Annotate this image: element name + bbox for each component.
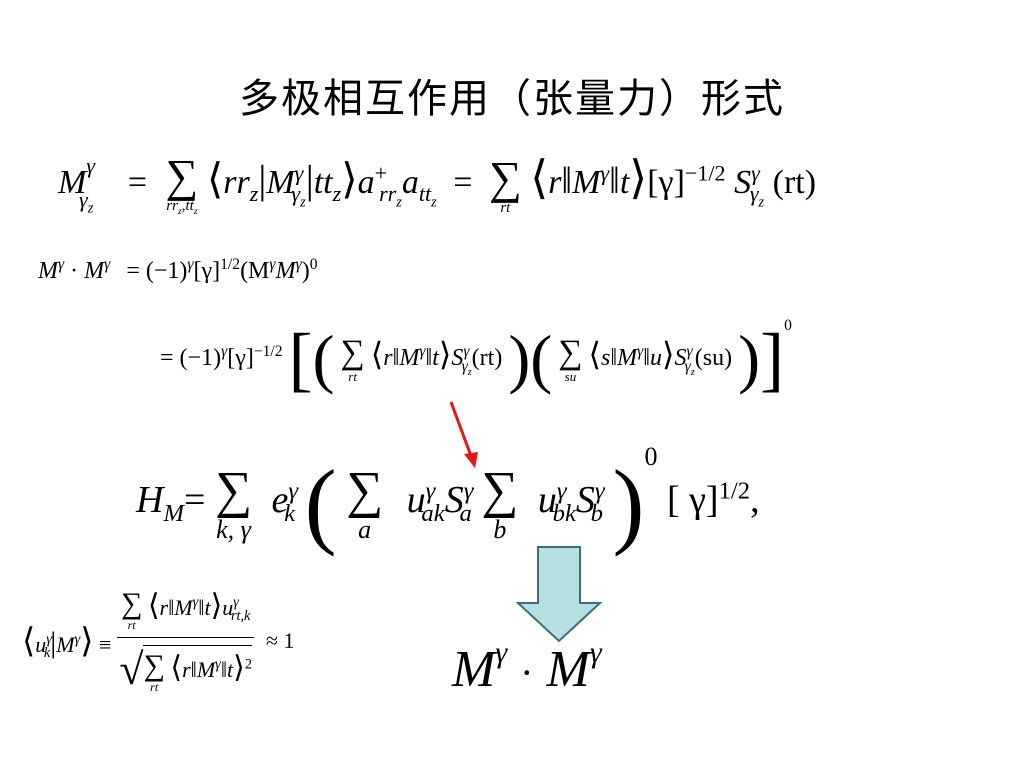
page-title: 多极相互作用（张量力）形式 [239, 76, 785, 122]
equation-hamiltonian: HM= ∑ k, γ eγk ( ∑ a uγakSγa ∑ b uγbkSγb… [136, 441, 760, 557]
sum-a: ∑ a [346, 461, 384, 544]
red-arrow-icon [449, 401, 478, 468]
sum-su-inner: ∑ su [558, 334, 583, 384]
equation-scalar-product: Mγ · Mγ = (−1)γ[γ]1/2(MγMγ)0 [38, 256, 318, 284]
ratio-fraction: ∑rt ⟨r‖Mγ‖t⟩uγrt,k √ ∑rt ⟨r‖Mγ‖t⟩2 [116, 588, 255, 695]
sum-k-gamma: ∑ k, γ [214, 461, 253, 544]
sum-rr-tt: ∑ rrz,ttz [165, 150, 199, 218]
sum-rt-inner: ∑ rt [340, 334, 365, 384]
equation-multipole-operator: Mγγz = ∑ rrz,ttz ⟨rrz|Mγγz|ttz⟩a+rrzattz… [58, 150, 817, 218]
sum-rt: ∑ rt [488, 151, 522, 216]
equation-overlap-ratio: ⟨uγk|Mγ⟩ ≡ ∑rt ⟨r‖Mγ‖t⟩uγrt,k √ ∑rt ⟨r‖M… [22, 586, 295, 695]
equation-m-dot-m: Mγ · Mγ [452, 635, 602, 698]
sum-b: ∑ b [481, 461, 519, 544]
equation-expanded-product: = (−1)γ[γ]−1/2 [( ∑ rt ⟨r‖Mγ‖t⟩Sγγz(rt) … [160, 317, 792, 399]
down-arrow-icon [515, 546, 603, 643]
